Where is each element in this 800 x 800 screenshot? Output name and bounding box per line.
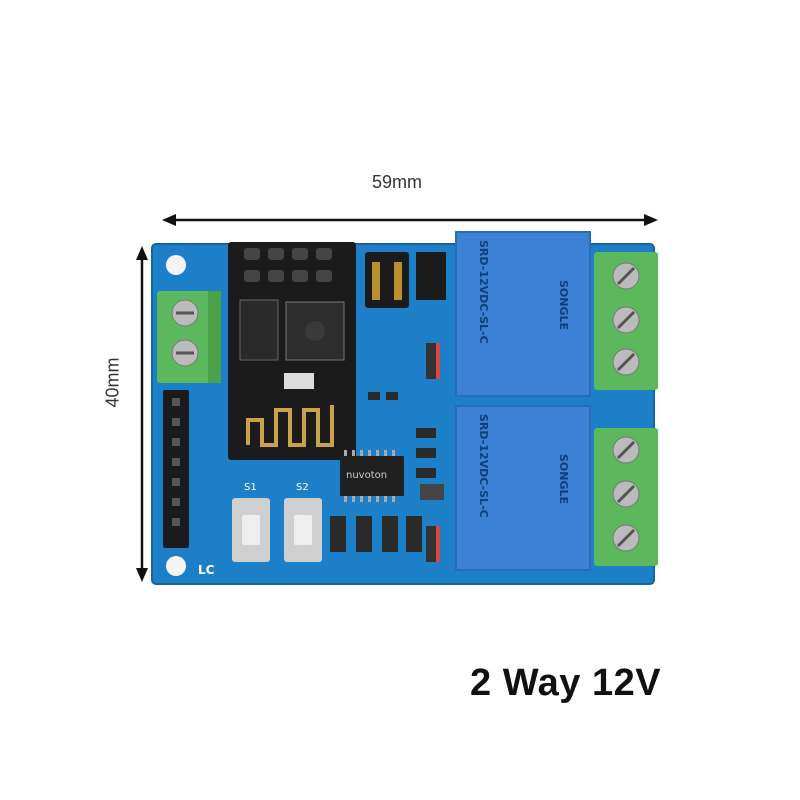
button-label-s2: S2: [296, 482, 309, 493]
brand-mark: LC: [198, 563, 215, 577]
width-dimension-label: 59mm: [372, 172, 423, 192]
chip-brand-text: nuvoton: [346, 470, 387, 481]
mount-hole-bl: [166, 556, 186, 576]
relay-2-brand: SONGLE: [557, 454, 570, 504]
relay-2-terminal: [594, 428, 658, 566]
button-label-s1: S1: [244, 482, 257, 493]
push-button-s2: S2: [284, 482, 322, 562]
relay-1-brand: SONGLE: [557, 280, 570, 330]
relay-1-model: SRD-12VDC-SL-C: [477, 240, 490, 344]
height-dimension-arrow: [136, 246, 148, 582]
relay-1: SRD-12VDC-SL-C SONGLE: [455, 231, 591, 397]
power-terminal-block: [157, 291, 221, 383]
relay-2: SRD-12VDC-SL-C SONGLE: [455, 405, 591, 571]
width-dimension-arrow: [162, 214, 658, 226]
nuvoton-chip: nuvoton: [340, 450, 404, 502]
esp-wifi-module: [228, 242, 356, 460]
relay-2-model: SRD-12VDC-SL-C: [477, 414, 490, 518]
smd-components: [330, 252, 446, 562]
pin-header: [163, 390, 189, 548]
height-dimension-label: 40mm: [102, 357, 123, 408]
product-caption: 2 Way 12V: [470, 662, 662, 704]
jumper-block: [365, 252, 409, 308]
mount-hole-tl: [166, 255, 186, 275]
relay-1-terminal: [594, 252, 658, 390]
push-button-s1: S1: [232, 482, 270, 562]
